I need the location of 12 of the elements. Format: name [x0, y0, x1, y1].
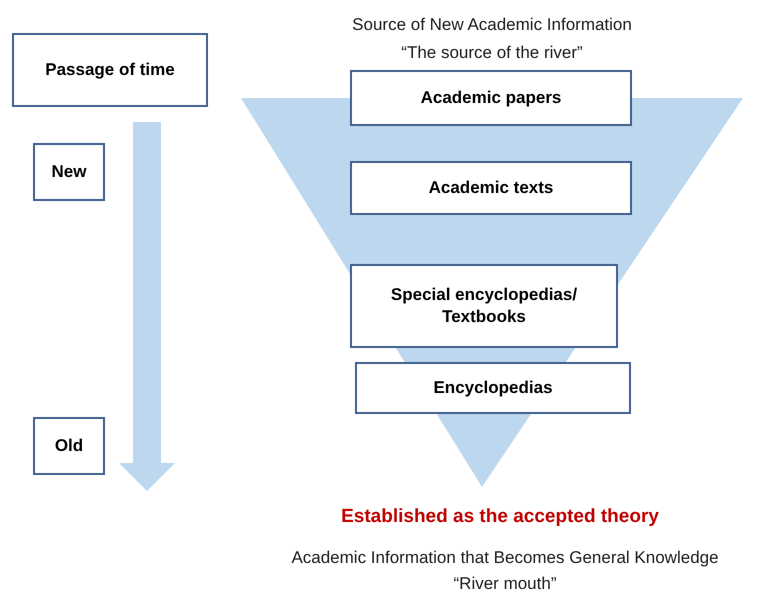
caption-text: “The source of the river” — [401, 43, 583, 62]
stage-box: Academic texts — [350, 161, 632, 215]
stage-box: Academic papers — [350, 70, 632, 126]
heading-box: Passage of time — [12, 33, 208, 107]
caption-text: Source of New Academic Information — [352, 15, 632, 34]
caption-text: “River mouth” — [454, 574, 556, 593]
label-box: Old — [33, 417, 105, 475]
stage-box: Encyclopedias — [355, 362, 631, 414]
label-box: New — [33, 143, 105, 201]
stage-box: Special encyclopedias/ Textbooks — [350, 264, 618, 348]
caption-text: Academic Information that Becomes General Knowledge — [291, 548, 719, 567]
highlight-text: Established as the accepted theory — [341, 506, 659, 527]
